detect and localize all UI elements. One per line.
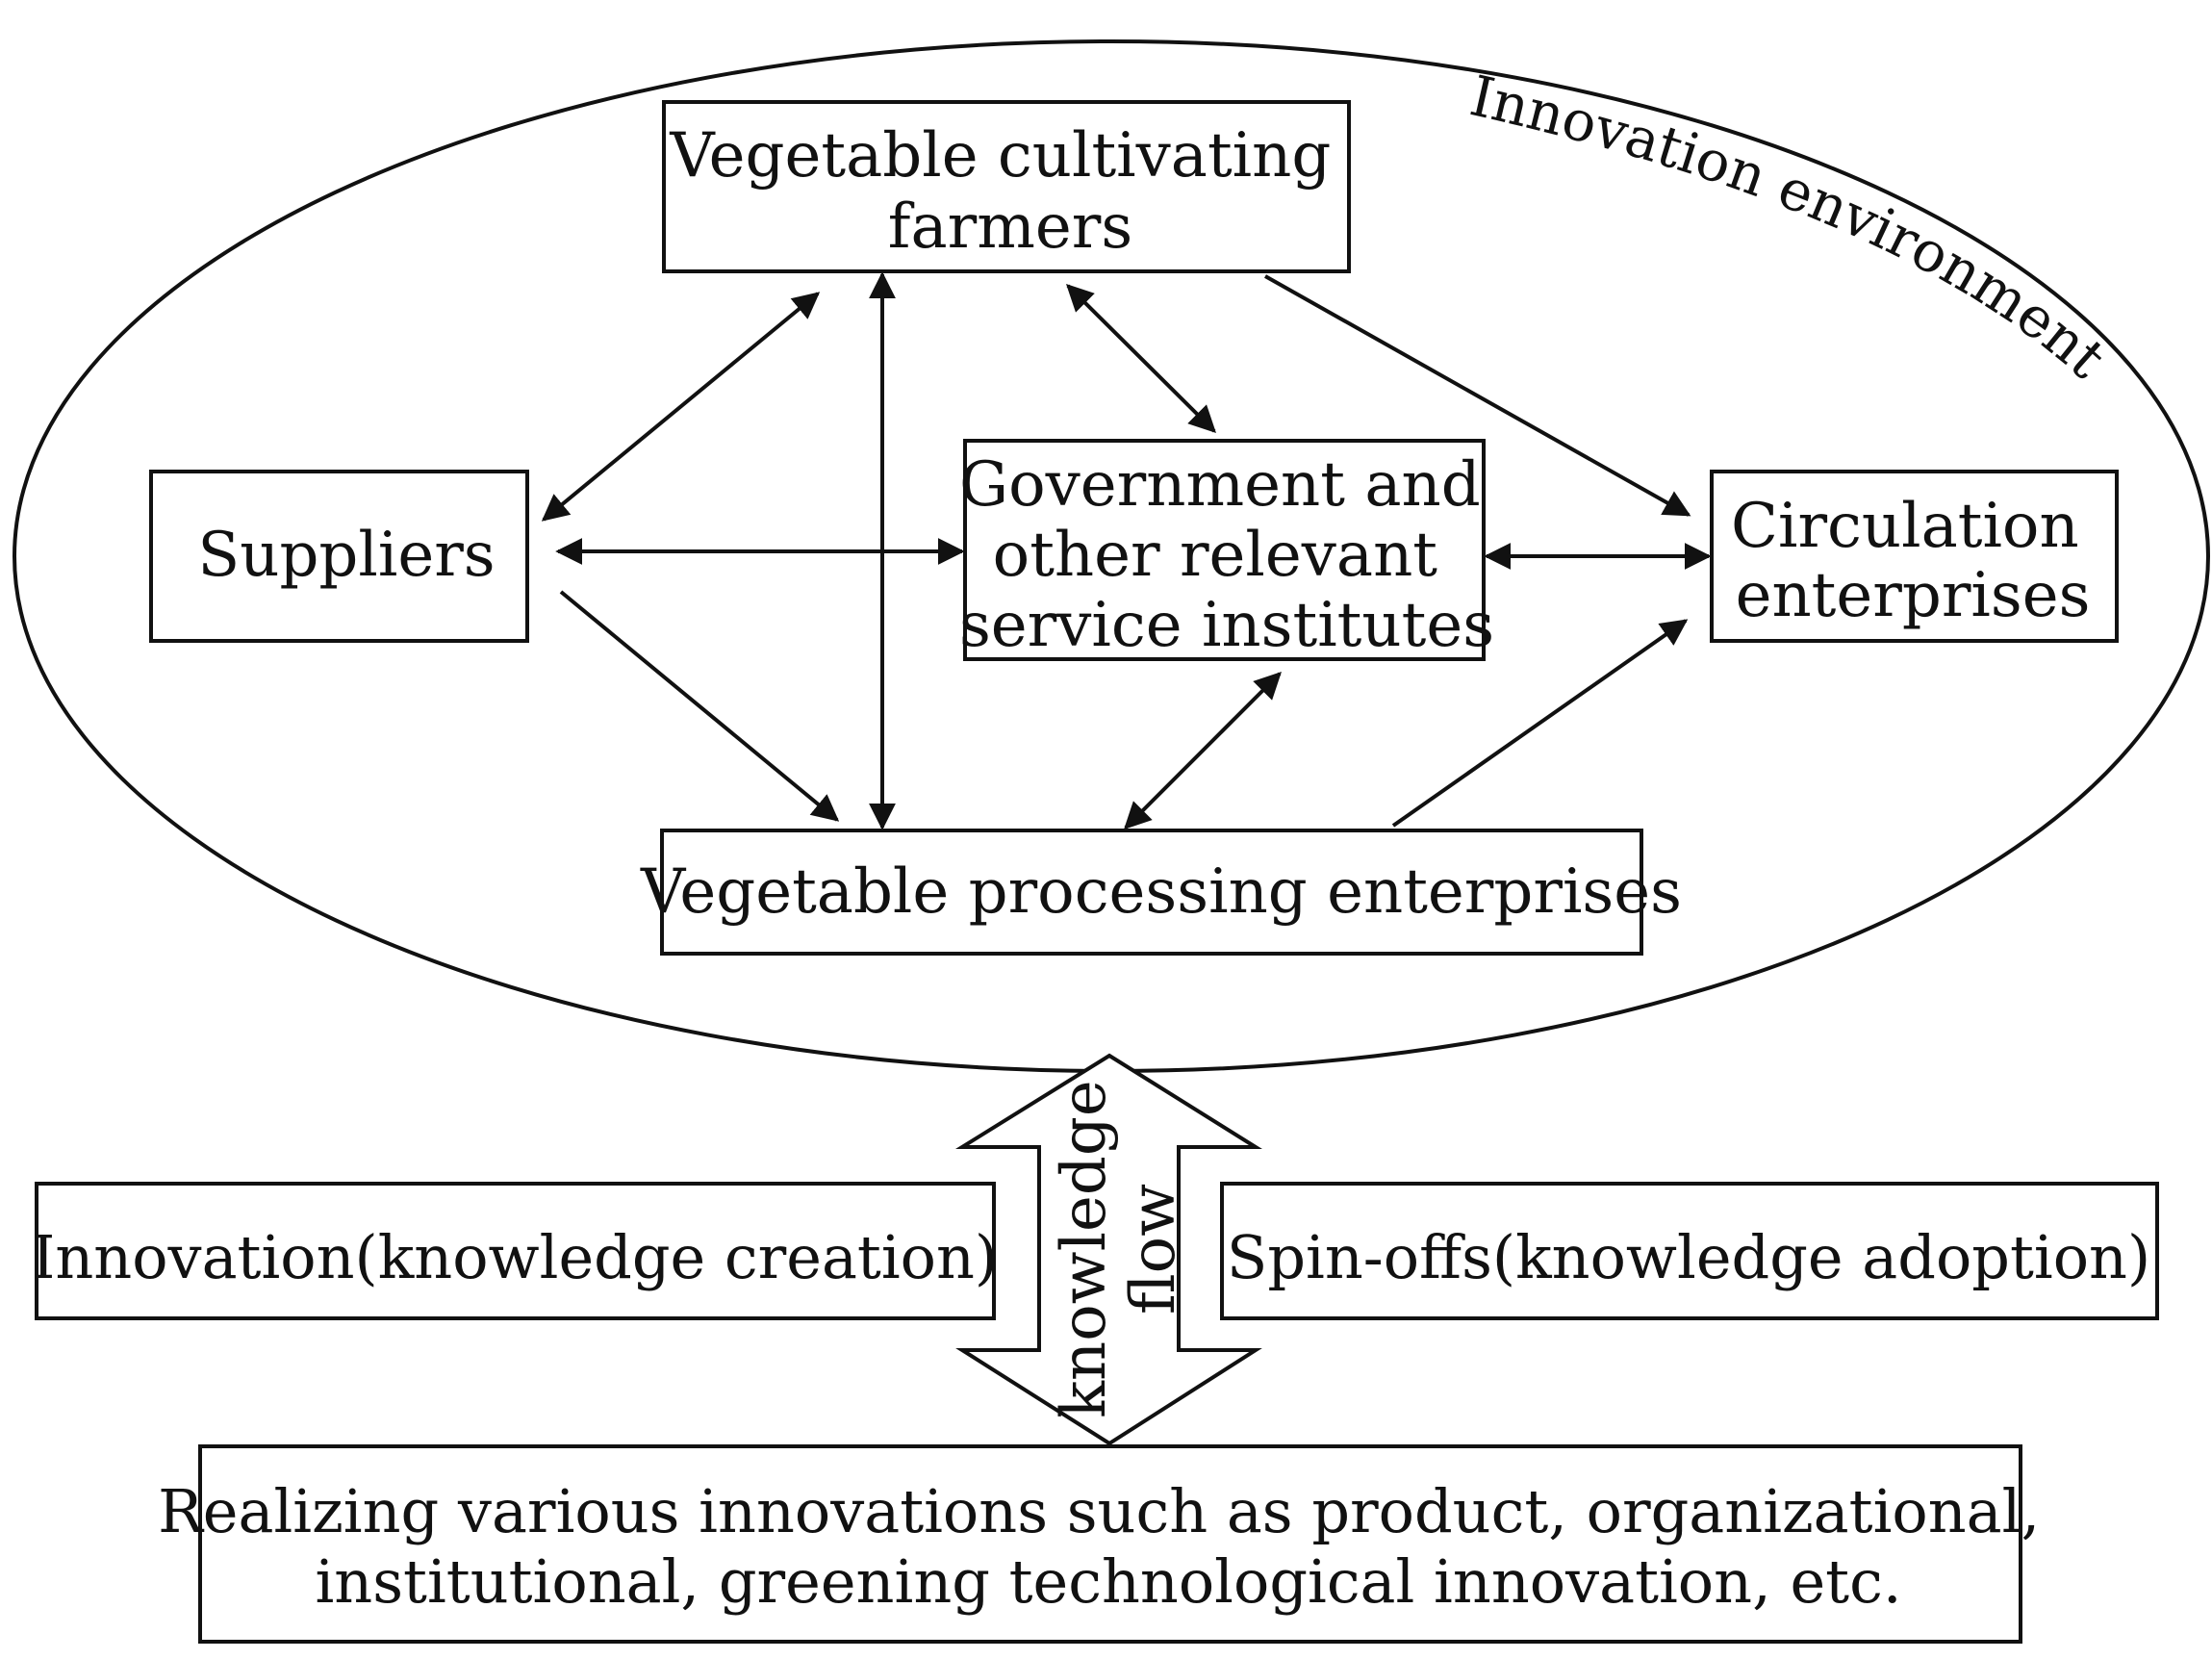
node-circulation-line-1: Circulation — [1731, 491, 2079, 562]
realizing-box-line-2: institutional, greening technological in… — [315, 1546, 1901, 1617]
node-farmers-line-1: Vegetable cultivating — [669, 120, 1331, 191]
spinoffs-box-frame — [1220, 1182, 2159, 1320]
innovation-environment-label-path: Innovation environment — [1464, 63, 2119, 391]
node-processing-box — [660, 829, 1643, 956]
knowledge-flow-label-line-1: knowledge — [1049, 1080, 1120, 1417]
knowledge-flow-arrow: knowledge flow — [954, 1053, 1262, 1446]
realizing-box-label: Realizing various innovations such as pr… — [158, 1476, 2059, 1617]
node-farmers-box — [662, 100, 1351, 273]
relation-arrows — [541, 271, 1712, 830]
node-government-label: Government and other relevant service in… — [959, 449, 1500, 661]
knowledge-flow-label-line-2: flow — [1118, 1184, 1189, 1314]
innovation-box-label: Innovation(knowledge creation) — [32, 1222, 998, 1292]
node-government: Government and other relevant service in… — [959, 439, 1500, 661]
arrow-government-processing — [1124, 672, 1282, 830]
realizing-box-line-1: Realizing various innovations such as pr… — [158, 1476, 2040, 1546]
realizing-box-frame — [198, 1444, 2022, 1644]
node-suppliers: Suppliers — [149, 470, 529, 643]
node-processing-line-1: Vegetable processing enterprises — [640, 856, 1682, 928]
innovation-environment-label: Innovation environment — [1464, 63, 2119, 391]
node-government-line-3: service institutes — [959, 590, 1494, 661]
spinoffs-box-label: Spin-offs(knowledge adoption) — [1227, 1222, 2150, 1292]
arrow-suppliers-processing — [559, 590, 840, 822]
node-government-box — [963, 439, 1486, 661]
node-processing: Vegetable processing enterprises — [640, 829, 1682, 956]
node-circulation-box — [1710, 470, 2119, 643]
node-suppliers-line-1: Suppliers — [197, 520, 495, 591]
node-circulation-line-2: enterprises — [1736, 560, 2091, 631]
node-government-line-2: other relevant — [993, 520, 1438, 591]
innovation-box: Innovation(knowledge creation) — [32, 1182, 998, 1320]
node-suppliers-label: Suppliers — [197, 520, 495, 591]
arrow-farmers-suppliers — [541, 292, 821, 522]
realizing-box: Realizing various innovations such as pr… — [158, 1444, 2059, 1644]
node-farmers-line-2: farmers — [888, 191, 1132, 263]
arrow-farmers-circulation — [1264, 274, 1691, 517]
node-farmers: Vegetable cultivating farmers — [662, 100, 1351, 273]
node-farmers-label: Vegetable cultivating farmers — [669, 120, 1350, 263]
arrow-farmers-government — [1066, 284, 1216, 433]
node-circulation: Circulation enterprises — [1710, 470, 2119, 643]
node-processing-label: Vegetable processing enterprises — [640, 856, 1682, 928]
knowledge-flow-arrow-shape — [954, 1053, 1262, 1446]
innovation-box-frame — [35, 1182, 996, 1320]
node-circulation-label: Circulation enterprises — [1731, 491, 2098, 631]
arrow-processing-circulation — [1391, 619, 1689, 828]
node-government-line-1: Government and — [959, 449, 1481, 521]
node-suppliers-box — [149, 470, 529, 643]
spinoffs-box: Spin-offs(knowledge adoption) — [1220, 1182, 2159, 1320]
